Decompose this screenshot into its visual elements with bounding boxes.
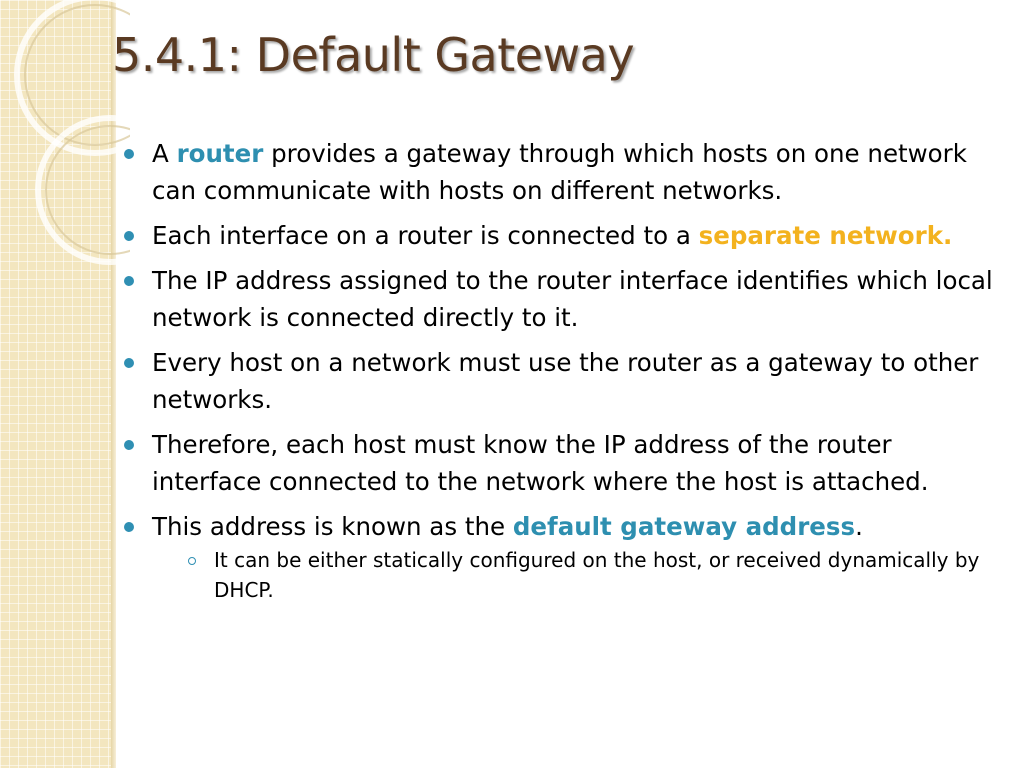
bullet-text: provides a gateway through which hosts o… (152, 139, 967, 205)
bullet-text: A (152, 139, 177, 168)
bullet-router-gateway: A router provides a gateway through whic… (120, 135, 1000, 209)
sub-bullet-list: It can be either statically configured o… (152, 545, 1000, 605)
highlight-separate-network: separate network. (698, 221, 953, 250)
bullet-marker (124, 440, 134, 450)
bullet-marker (124, 358, 134, 368)
slide-title: 5.4.1: Default Gateway (112, 28, 635, 82)
bullet-marker (124, 522, 134, 532)
bullet-text: . (855, 512, 863, 541)
bullet-marker (124, 276, 134, 286)
bullet-marker (124, 231, 134, 241)
bullet-marker (124, 149, 134, 159)
sub-bullet-text: It can be either statically configured o… (214, 548, 980, 602)
bullet-every-host: Every host on a network must use the rou… (120, 344, 1000, 418)
bullet-default-gateway: This address is known as the default gat… (120, 508, 1000, 605)
highlight-router: router (176, 139, 264, 168)
bullet-separate-network: Each interface on a router is connected … (120, 217, 1000, 254)
bullet-ip-address: The IP address assigned to the router in… (120, 262, 1000, 336)
sub-bullet-marker (188, 557, 196, 565)
bullet-list: A router provides a gateway through whic… (120, 135, 1000, 605)
bullet-therefore: Therefore, each host must know the IP ad… (120, 426, 1000, 500)
bullet-text: This address is known as the (152, 512, 513, 541)
highlight-default-gateway: default gateway address (512, 512, 856, 541)
slide-content: A router provides a gateway through whic… (120, 135, 1000, 613)
bullet-text: Every host on a network must use the rou… (152, 348, 979, 414)
bullet-text: Therefore, each host must know the IP ad… (152, 430, 929, 496)
band-edge (111, 0, 116, 768)
bullet-text: Each interface on a router is connected … (152, 221, 699, 250)
decorative-circles (14, 0, 130, 265)
bullet-text: The IP address assigned to the router in… (152, 266, 993, 332)
sub-bullet-dhcp: It can be either statically configured o… (182, 545, 1000, 605)
